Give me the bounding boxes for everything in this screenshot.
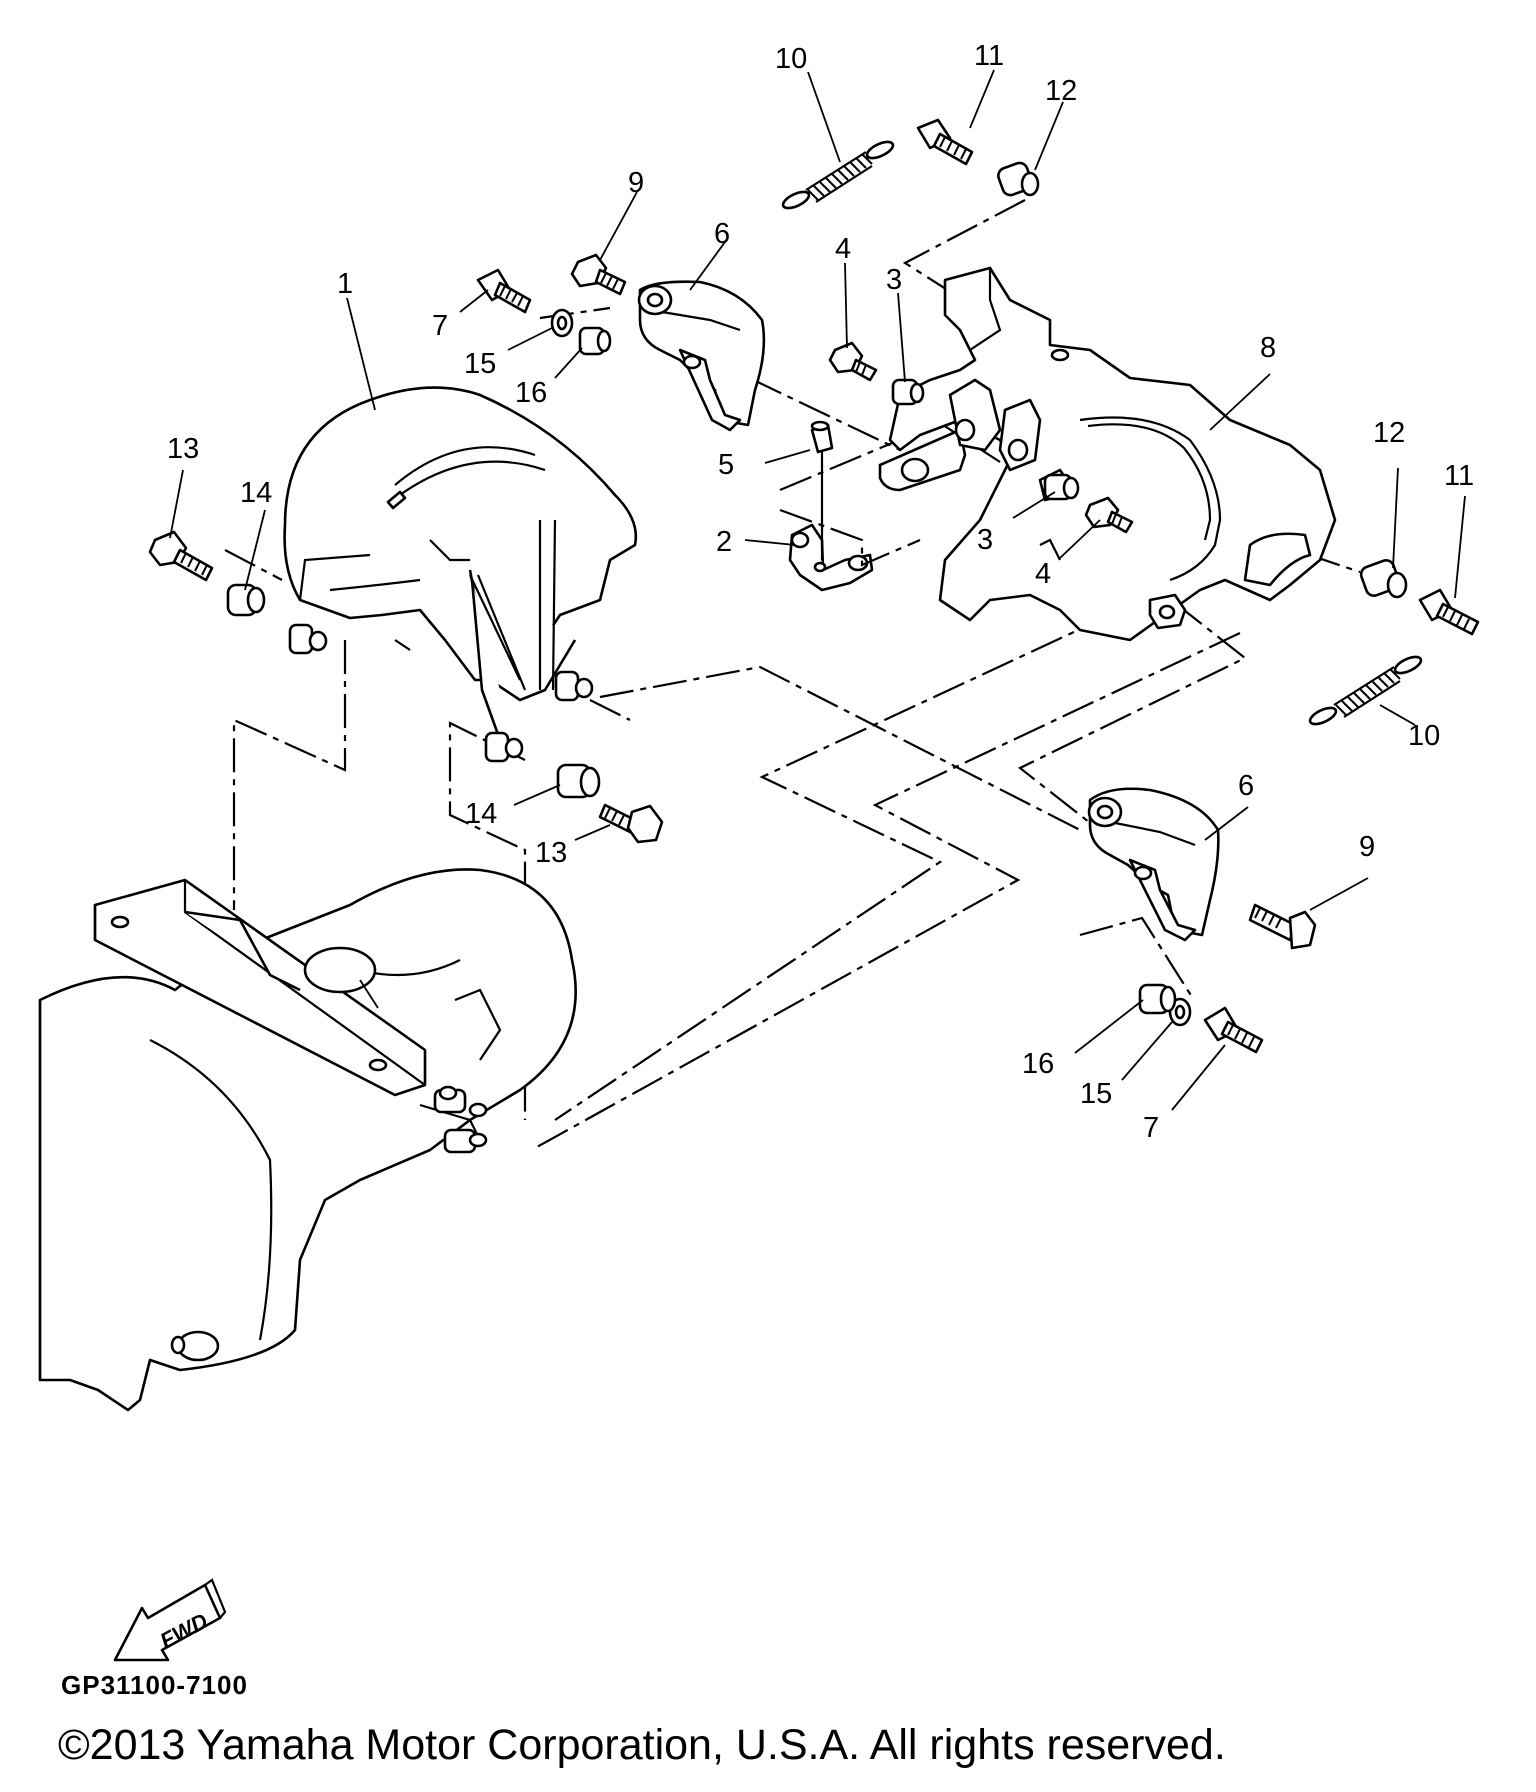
mount-plate-part-8 [878,266,1337,642]
bolt-part-13-lower [598,803,664,844]
nut-part-4-lower [1084,496,1134,534]
callout-7: 7 [1143,1112,1159,1144]
callout-7: 7 [432,310,448,342]
engine-housing [38,868,577,1412]
spring-part-10-upper [781,140,895,210]
callout-13: 13 [167,433,199,465]
bolt-part-11-lower [1418,588,1480,636]
collar-part-12-lower [1359,559,1408,599]
callout-4: 4 [835,233,851,265]
collar-part-12-upper [997,161,1040,197]
mount-cover-part-1 [283,386,638,763]
bolt-part-9-upper [570,253,627,296]
callout-12: 12 [1373,417,1405,449]
bolt-part-13-upper [148,530,214,582]
bolt-part-7-upper [476,268,532,314]
collar-part-16-lower [1138,983,1177,1015]
bracket-part-2 [779,508,921,592]
fwd-arrow-icon: FWD [113,1578,227,1662]
callout-labels: 10 11 12 9 6 4 3 1 7 15 16 8 13 14 5 2 3… [167,40,1474,1144]
callout-10: 10 [1408,720,1440,752]
callout-8: 8 [1260,332,1276,364]
washer-part-15-upper [550,308,574,338]
leader-lines [169,69,1466,1111]
bolt-part-9-lower [1248,903,1317,950]
bolt-part-7-lower [1203,1006,1264,1054]
callout-3: 3 [886,264,902,296]
callout-1: 1 [337,268,353,300]
callout-13: 13 [535,837,567,869]
callout-9: 9 [1359,831,1375,863]
callout-2: 2 [716,526,732,558]
callout-3: 3 [977,524,993,556]
callout-11: 11 [1444,460,1474,492]
callout-15: 15 [464,348,496,380]
bracket-part-6-lower [1087,787,1220,942]
callout-16: 16 [515,377,547,409]
callout-6: 6 [714,218,730,250]
callout-11: 11 [974,40,1004,72]
bolt-part-11-upper [916,118,974,166]
collar-part-14-upper [226,583,266,617]
collar-part-3-upper [891,378,925,406]
callout-14: 14 [240,477,272,509]
callout-4: 4 [1035,558,1051,590]
callout-10: 10 [775,43,807,75]
callout-5: 5 [718,449,734,481]
collar-part-16-upper [578,326,612,356]
spring-part-10-lower [1308,655,1423,726]
bracket-part-6-upper [637,280,766,432]
callout-6: 6 [1238,770,1254,802]
callout-15: 15 [1080,1078,1112,1110]
collar-part-14-lower [556,763,601,799]
callout-16: 16 [1022,1048,1054,1080]
diagram-code: GP31100-7100 [61,1670,248,1700]
callout-9: 9 [628,167,644,199]
nut-part-4-upper [828,341,878,382]
grease-nipple-part-5 [810,420,834,560]
copyright-notice: ©2013 Yamaha Motor Corporation, U.S.A. A… [58,1721,1226,1769]
callout-14: 14 [465,798,497,830]
collar-part-3-lower [1043,473,1080,501]
callout-12: 12 [1045,75,1077,107]
